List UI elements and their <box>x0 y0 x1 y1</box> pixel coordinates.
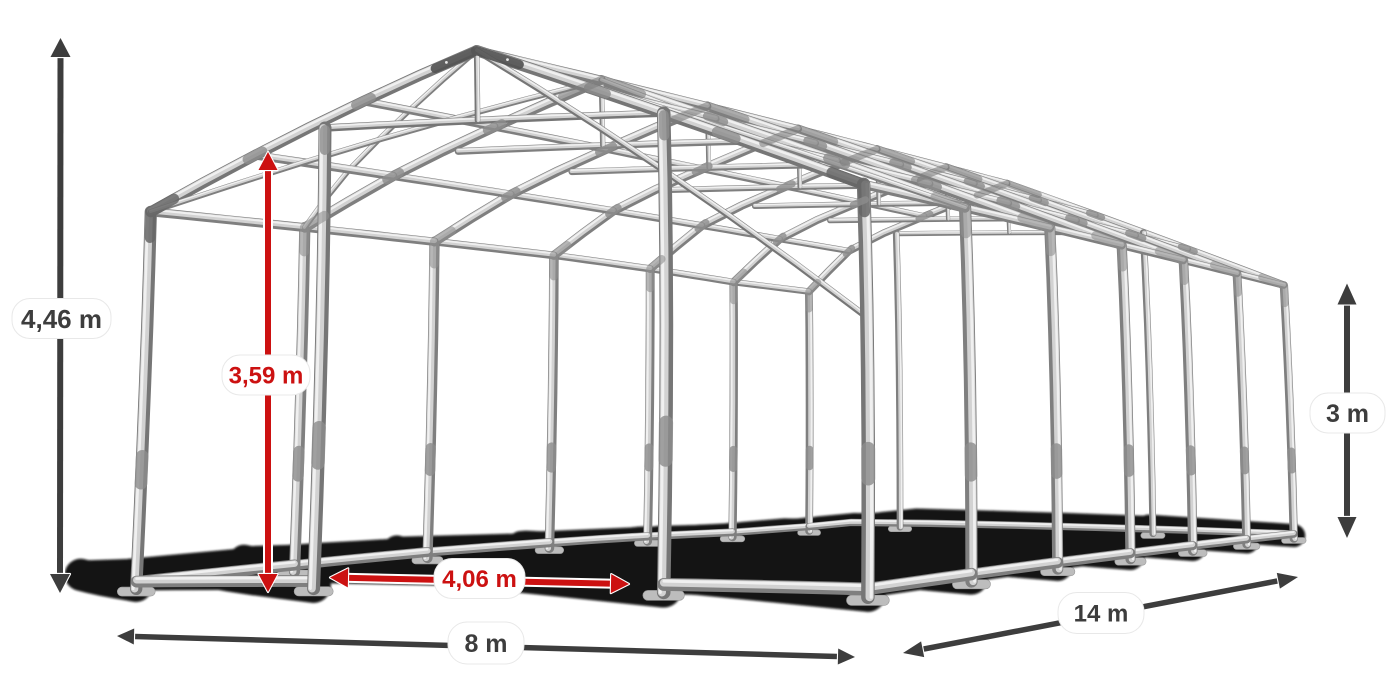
svg-text:8 m: 8 m <box>464 630 507 658</box>
svg-text:3,59 m: 3,59 m <box>229 363 304 390</box>
svg-text:3 m: 3 m <box>1326 400 1369 428</box>
svg-text:4,06 m: 4,06 m <box>442 566 517 593</box>
svg-text:4,46 m: 4,46 m <box>21 304 102 334</box>
svg-text:14 m: 14 m <box>1074 601 1129 628</box>
